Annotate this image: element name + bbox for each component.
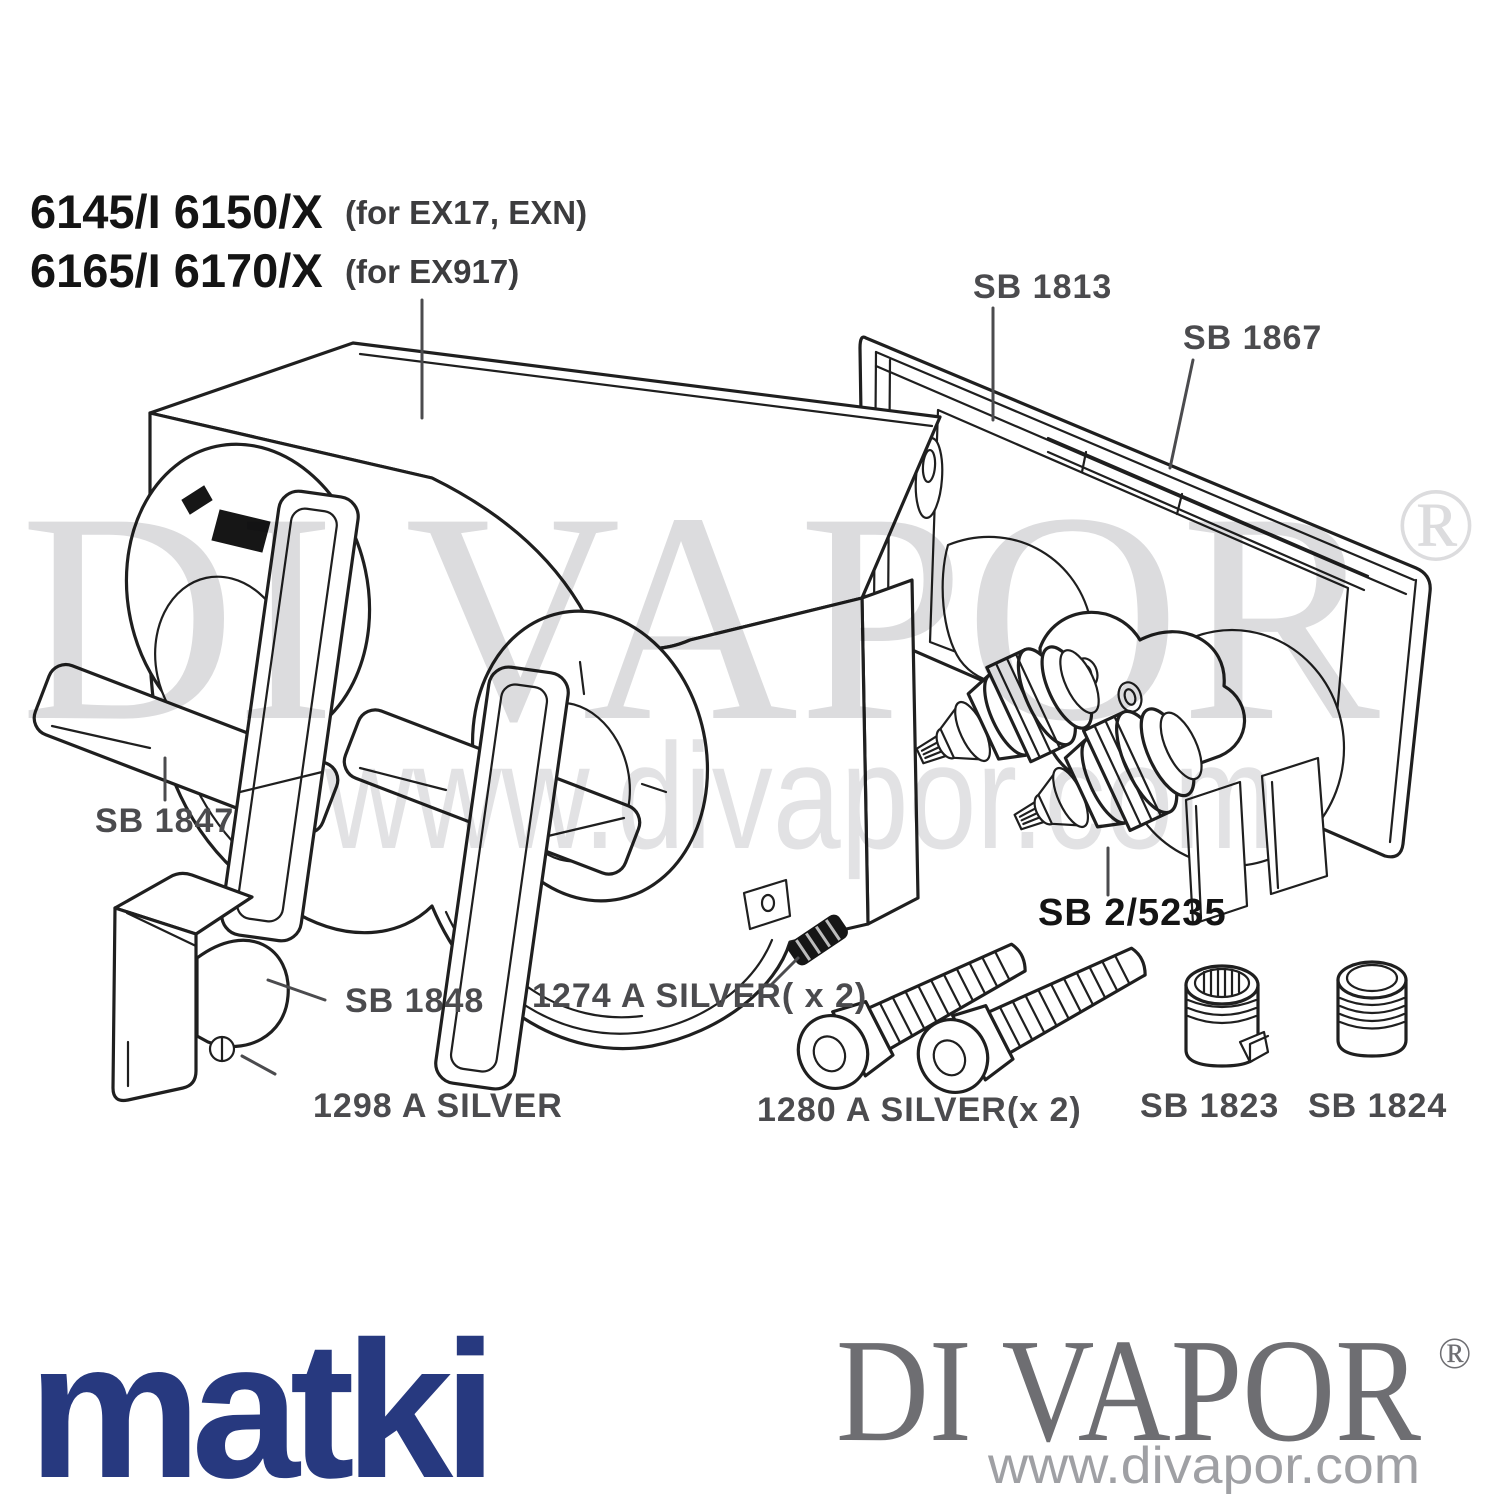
grub-screw-drawing (788, 914, 848, 966)
trim-right (342, 609, 710, 1091)
watermark-divapor: DI VAPOR (20, 451, 1381, 783)
label-sb25235: SB 2/5235 (1038, 892, 1227, 934)
grub-screw-boss (742, 878, 792, 931)
fixing-screw-1 (796, 942, 1027, 1091)
cartridge-pair (915, 645, 1203, 833)
title-code-1: 6145/I 6150/X (30, 185, 323, 238)
label-sb1867: SB 1867 (1183, 319, 1322, 357)
gasket-strip (1046, 436, 1370, 592)
watermark-reg-icon: ® (1396, 466, 1476, 583)
label-1280: 1280 A SILVER(x 2) (757, 1091, 1082, 1129)
label-sb1847: SB 1847 (95, 802, 234, 840)
divapor-logo: DI VAPOR (836, 1309, 1421, 1473)
divapor-url: www.divapor.com (987, 1437, 1420, 1495)
sleeve-drawing (1336, 960, 1408, 1058)
screw-symbol-1298 (208, 1035, 236, 1063)
label-sb1813: SB 1813 (973, 268, 1112, 306)
diverter-knob-drawing (111, 871, 290, 1103)
trim-left (32, 442, 372, 943)
label-1274: 1274 A SILVER( x 2) (532, 977, 867, 1015)
cross-handle-right (342, 665, 642, 1091)
title-note-2: (for EX917) (345, 253, 519, 290)
title-note-1: (for EX17, EXN) (345, 194, 587, 231)
splined-bush-drawing (1184, 964, 1270, 1068)
divapor-reg-icon: ® (1438, 1329, 1471, 1378)
frame-foot-left (1184, 780, 1249, 926)
label-sb1823: SB 1823 (1140, 1087, 1279, 1125)
cartridge-lower (1013, 707, 1203, 833)
frame-foot-right (1260, 756, 1329, 896)
cartridge-upper (915, 645, 1100, 765)
fixing-screw-2 (916, 946, 1147, 1095)
title-code-2: 6165/I 6170/X (30, 244, 323, 297)
leader-lines (163, 298, 1195, 1076)
cross-handle-left (32, 489, 360, 943)
label-sb1824: SB 1824 (1308, 1087, 1447, 1125)
label-1298: 1298 A SILVER (313, 1087, 563, 1125)
label-sb1848: SB 1848 (345, 982, 484, 1020)
watermark-url: www.divapor.com (324, 712, 1275, 880)
matki-badge-mark (181, 485, 213, 515)
matki-logo: matki (28, 1301, 487, 1500)
